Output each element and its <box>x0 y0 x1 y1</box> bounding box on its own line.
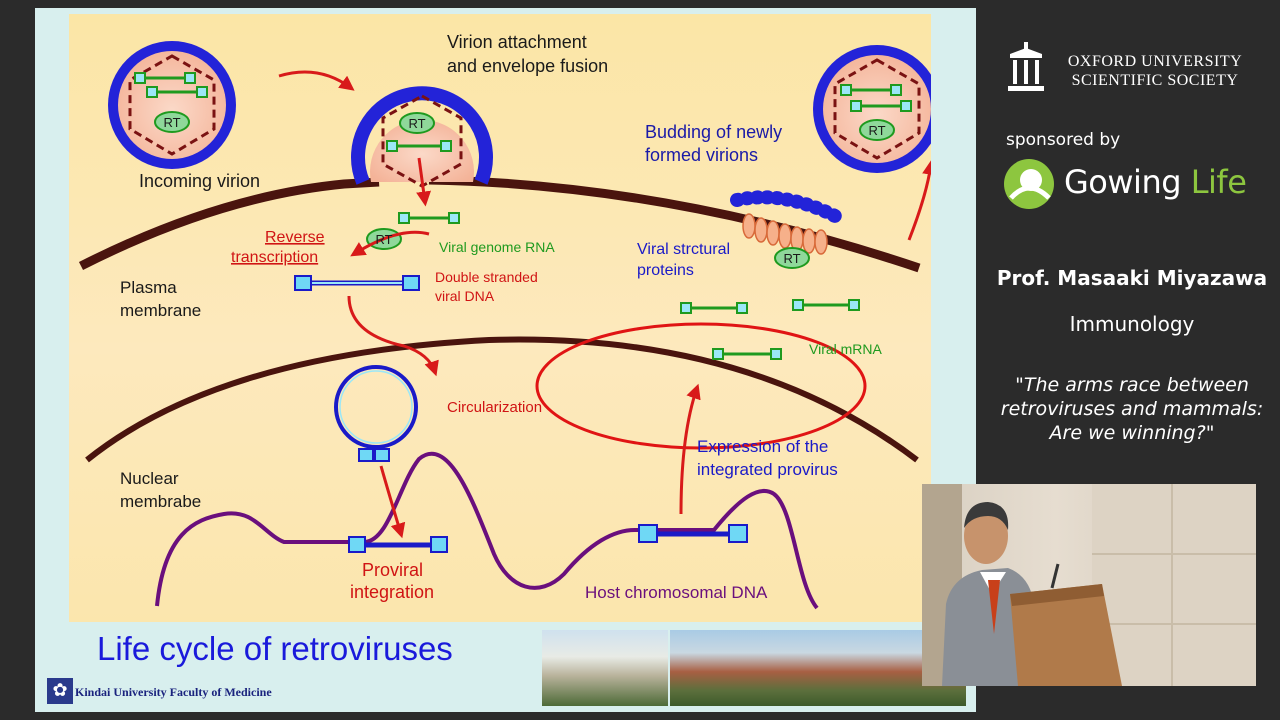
label-viral-structural: Viral strctural <box>637 241 730 258</box>
label-viral-dna: viral DNA <box>435 288 495 304</box>
label-budding-1: Budding of newly <box>645 122 782 142</box>
speaker-webcam-video <box>922 484 1256 686</box>
sponsor-name-part1: Gowing <box>1064 163 1191 201</box>
org-line-2: SCIENTIFIC SOCIETY <box>1071 72 1239 89</box>
label-expression: Expression of the <box>697 437 828 456</box>
lectern <box>1010 563 1122 686</box>
gowing-life-logo-icon <box>1004 159 1054 209</box>
circularized-dna <box>334 365 418 449</box>
rt-label: RT <box>868 123 885 138</box>
label-integration: integration <box>350 582 434 602</box>
university-label: Kindai University Faculty of Medicine <box>75 685 272 699</box>
host-chromosomal-dna-strand <box>155 451 819 610</box>
label-plasma: Plasma <box>120 278 177 297</box>
presentation-slide: Virion attachment and envelope fusion In… <box>35 8 976 712</box>
rt-label: RT <box>783 251 800 266</box>
label-proteins: proteins <box>637 262 694 279</box>
outgoing-virion <box>813 45 941 173</box>
label-double-stranded: Double stranded <box>435 269 538 285</box>
organization-name: OXFORD UNIVERSITY SCIENTIFIC SOCIETY <box>1060 52 1250 90</box>
budding-site <box>730 190 844 269</box>
label-viral-mrna: Viral mRNA <box>809 341 883 357</box>
fusing-virion <box>351 86 493 188</box>
talk-title-line-1: "The arms race between <box>1015 374 1249 396</box>
rt-label: RT <box>163 115 180 130</box>
label-proviral: Proviral <box>362 560 423 580</box>
label-viral-genome-rna: Viral genome RNA <box>439 239 555 255</box>
talk-title-line-3: Are we winning?" <box>1049 422 1215 444</box>
incoming-virion <box>108 41 236 169</box>
label-nuclear: Nuclear <box>120 469 179 488</box>
sponsor-name: Gowing Life <box>1064 163 1247 201</box>
highlight-ellipse <box>535 322 867 450</box>
plasma-membrane <box>78 175 921 273</box>
nuclear-membrane <box>85 336 919 463</box>
campus-photo <box>542 630 668 706</box>
speaker-field: Immunology <box>1069 312 1195 336</box>
campus-photo <box>670 630 966 706</box>
label-membrane: membrane <box>120 301 201 320</box>
oxford-crest-icon <box>1008 42 1044 91</box>
label-reverse: Reverse <box>265 229 325 246</box>
label-membrabe: membrabe <box>120 492 201 511</box>
label-virion-attachment: Virion attachment <box>447 32 587 52</box>
org-line-1: OXFORD UNIVERSITY <box>1067 53 1243 70</box>
speaker-name: Prof. Masaaki Miyazawa <box>996 266 1268 290</box>
label-incoming-virion: Incoming virion <box>139 171 260 191</box>
ds-viral-dna <box>294 275 420 291</box>
talk-title: "The arms race between retroviruses and … <box>990 373 1274 445</box>
label-budding-2: formed virions <box>645 145 758 165</box>
sponsor-name-part2: Life <box>1190 163 1247 201</box>
label-host-chromosomal-dna: Host chromosomal DNA <box>585 583 768 602</box>
slide-title: Life cycle of retroviruses <box>97 630 453 667</box>
retrovirus-life-cycle-diagram: Virion attachment and envelope fusion In… <box>69 14 941 622</box>
talk-title-line-2: retroviruses and mammals: <box>1000 398 1264 420</box>
rt-label: RT <box>408 116 425 131</box>
rt-label: RT <box>375 232 392 247</box>
sponsored-by-label: sponsored by <box>1006 130 1121 150</box>
university-logo-icon: ✿ <box>47 678 73 704</box>
label-integrated-provirus: integrated provirus <box>697 460 838 479</box>
label-transcription: transcription <box>231 249 318 266</box>
label-envelope-fusion: and envelope fusion <box>447 56 608 76</box>
label-circularization: Circularization <box>447 399 542 416</box>
